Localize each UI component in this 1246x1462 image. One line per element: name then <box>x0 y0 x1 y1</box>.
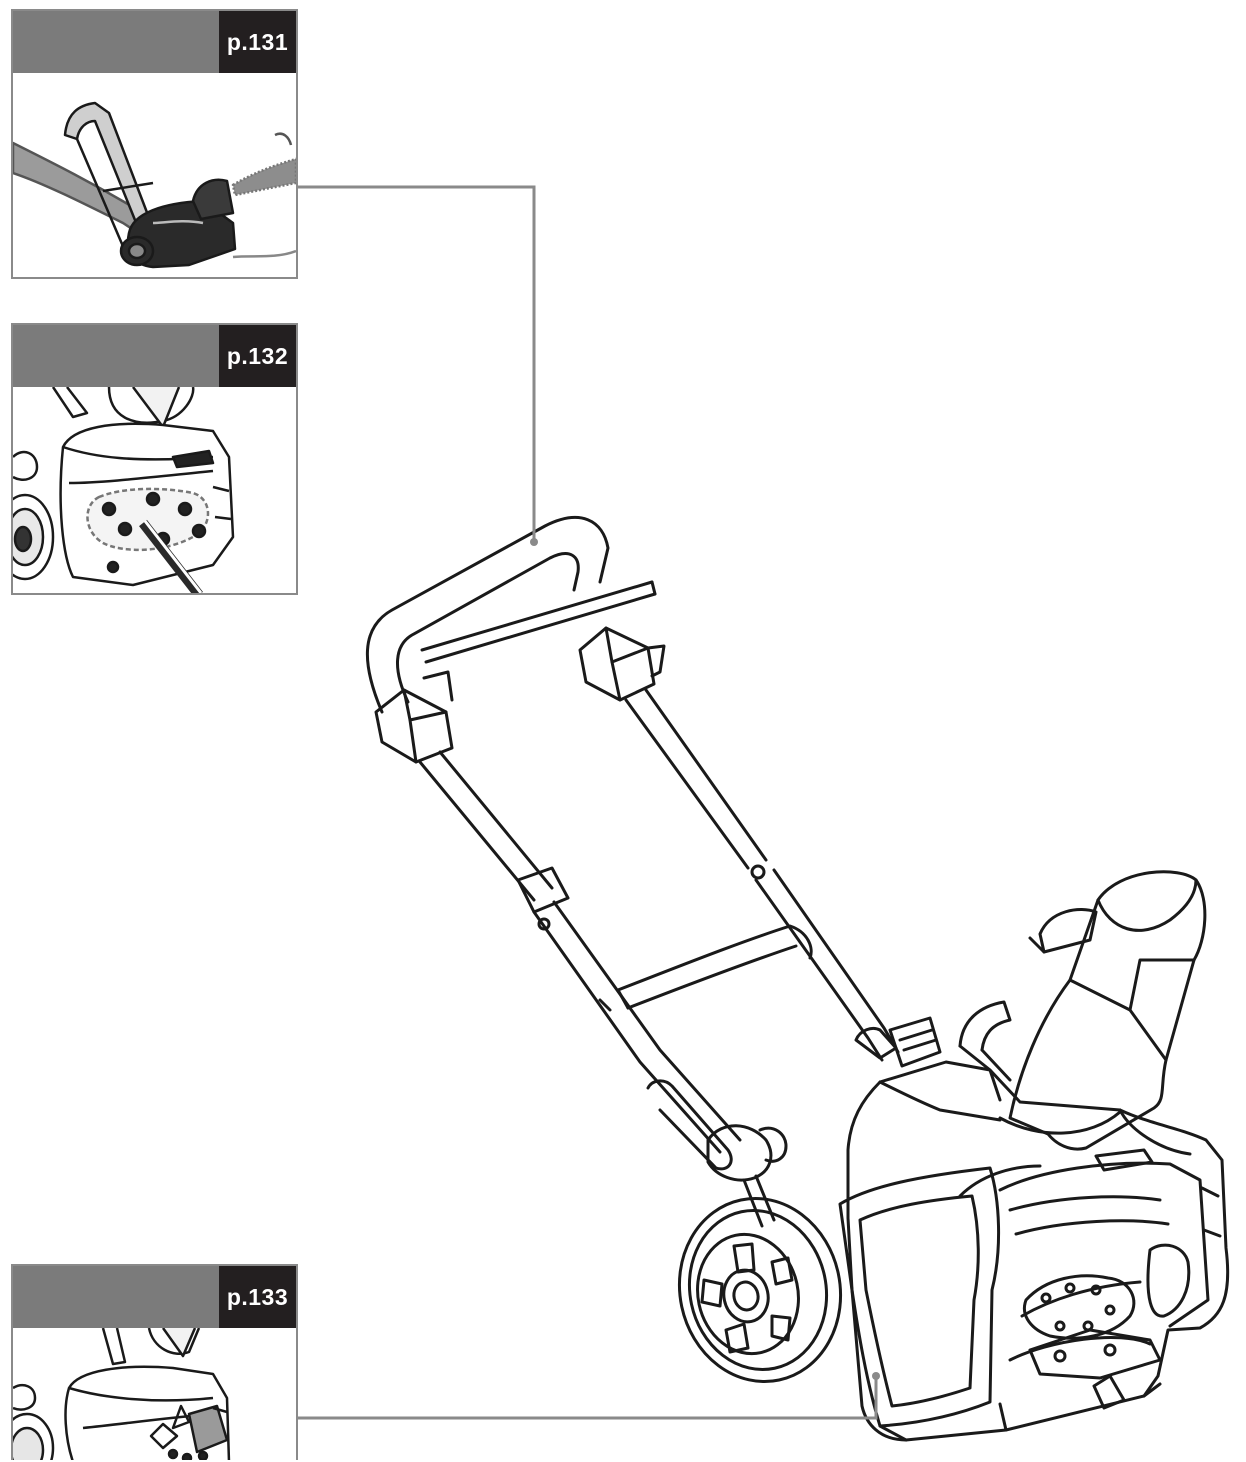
left-handle-clamp <box>374 670 454 764</box>
right-handle-clamp <box>578 626 666 702</box>
left-upper-tube <box>418 750 570 931</box>
snowblower-in-use-icon <box>13 73 296 277</box>
cross-bar <box>616 924 813 1010</box>
auger-housing-bolts-icon <box>13 387 296 593</box>
leader-dot-1 <box>530 538 538 546</box>
leader-dot-3 <box>872 1372 880 1380</box>
page-reference[interactable]: p.132 <box>219 325 296 387</box>
right-upper-tube <box>624 688 768 880</box>
callout-panel-2: p.132 <box>11 323 298 595</box>
callout-panel-1: p.131 <box>11 9 298 279</box>
page-reference[interactable]: p.131 <box>219 11 296 73</box>
callout-panel-3: p.133 <box>11 1264 298 1460</box>
right-latch <box>854 1016 942 1068</box>
leader-line-1 <box>298 185 536 540</box>
handle-bar <box>366 516 657 714</box>
scraper-bar-icon <box>13 1328 296 1460</box>
page-reference[interactable]: p.133 <box>219 1266 296 1328</box>
left-lower-tube <box>532 900 742 1154</box>
wheel <box>677 1196 843 1384</box>
auger-housing <box>838 1060 1230 1442</box>
discharge-chute <box>1008 870 1207 1151</box>
leader-line-3 <box>298 1378 878 1420</box>
